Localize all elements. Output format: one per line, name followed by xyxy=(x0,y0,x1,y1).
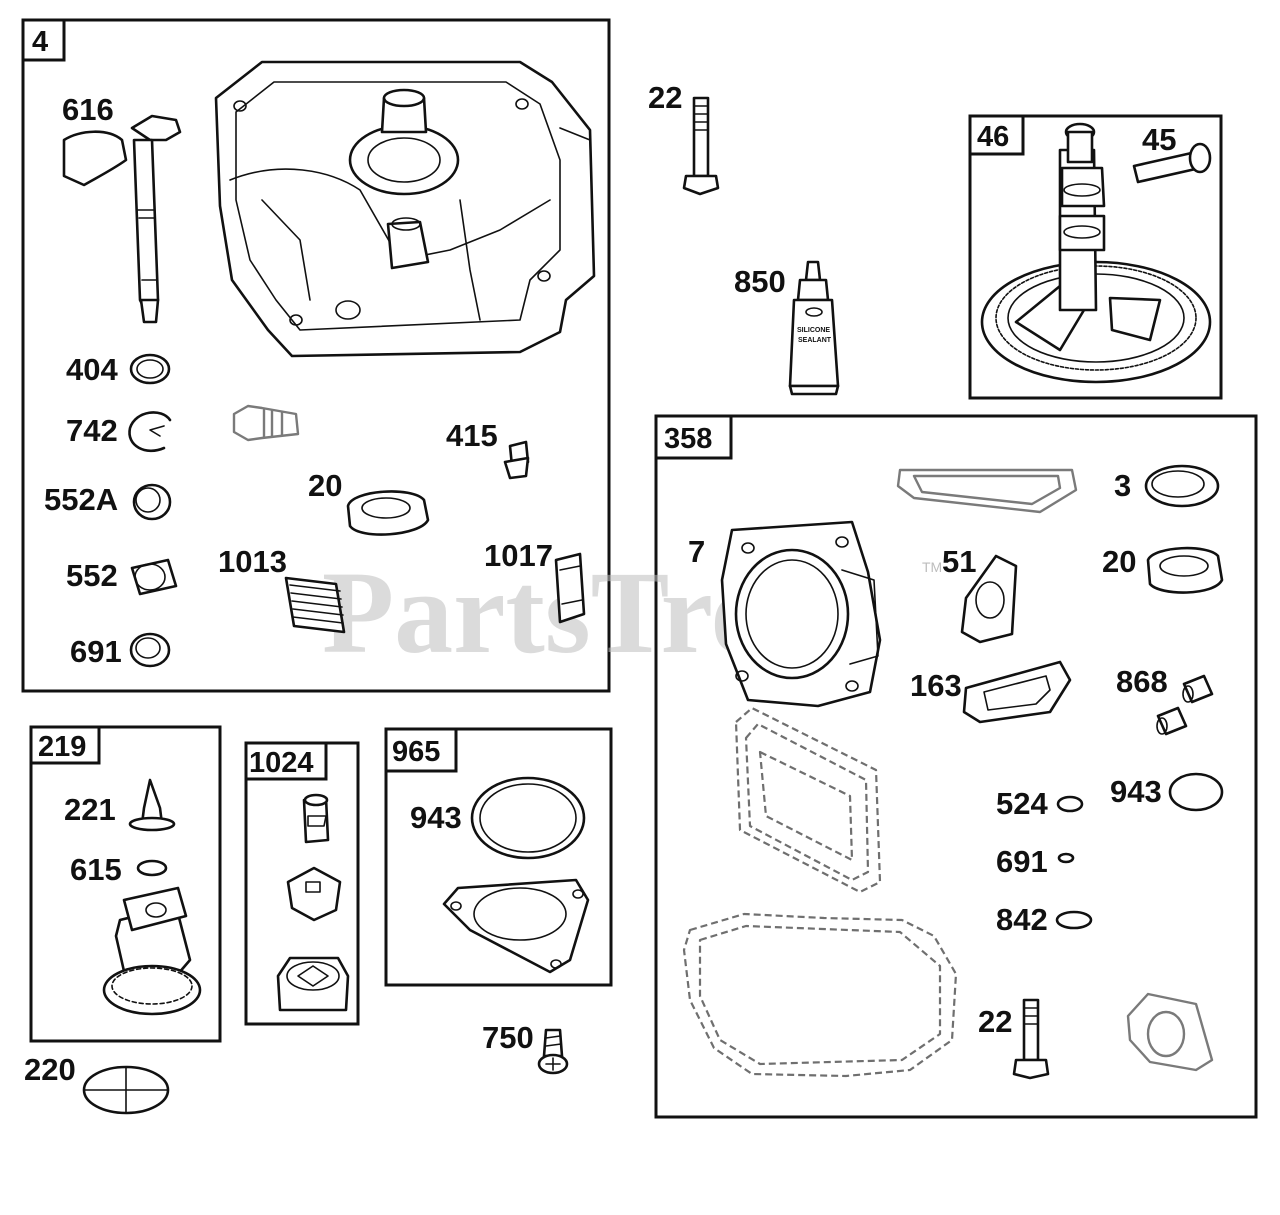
pump-inner-rotor-part xyxy=(286,866,342,922)
box-label-1024: 1024 xyxy=(249,747,314,779)
gasket-51-part xyxy=(960,554,1018,644)
box-219: 219 xyxy=(29,725,222,1043)
part-label-742: 742 xyxy=(66,413,118,448)
governor-shaft-part xyxy=(62,114,182,324)
gray-gasket-bottom-part xyxy=(1126,992,1214,1072)
part-220 xyxy=(82,1065,170,1115)
retaining-clip-742-part xyxy=(128,411,172,453)
pin-45-part xyxy=(1132,142,1212,184)
part-label-552A: 552A xyxy=(44,482,118,517)
camshaft-gear-part xyxy=(980,122,1212,384)
part-label-7: 7 xyxy=(688,534,705,569)
part-label-615: 615 xyxy=(70,852,122,887)
part-label-22-top: 22 xyxy=(648,80,682,115)
box-4: 4 xyxy=(21,18,611,693)
part-label-1017: 1017 xyxy=(484,538,553,573)
bushing-868-part xyxy=(1156,674,1214,736)
ring-615-part xyxy=(136,859,168,877)
governor-gear-part xyxy=(102,886,202,1016)
pump-outer-rotor-part xyxy=(276,956,350,1012)
part-label-842: 842 xyxy=(996,902,1048,937)
tube-label-line1: SILICONE xyxy=(797,327,830,334)
part-label-691: 691 xyxy=(70,634,122,669)
box-1024: 1024 xyxy=(244,741,360,1026)
part-label-943-right: 943 xyxy=(1110,774,1162,809)
box-358: 358 xyxy=(654,414,1258,1119)
silicone-sealant-tube-part: SILICONE SEALANT xyxy=(788,260,840,396)
bolt-22-part xyxy=(682,96,720,196)
bolt-22b-part xyxy=(1012,998,1050,1080)
spring-1013-part xyxy=(284,576,346,634)
part-label-51: 51 xyxy=(942,544,976,579)
part-label-3: 3 xyxy=(1114,468,1131,503)
o-ring-691b-part xyxy=(1057,852,1075,864)
part-label-20-right: 20 xyxy=(1102,544,1136,579)
tube-label-line2: SEALANT xyxy=(798,337,832,344)
o-ring-524-part xyxy=(1056,795,1084,813)
bushing-552-part xyxy=(130,558,178,596)
gray-plug-part xyxy=(232,404,300,442)
part-label-404: 404 xyxy=(66,352,118,387)
box-46: 46 xyxy=(968,114,1223,400)
seal-3-part xyxy=(1144,464,1220,508)
o-ring-943b-part xyxy=(470,776,586,860)
watermark-trademark: TM xyxy=(922,559,942,575)
part-label-415: 415 xyxy=(446,418,498,453)
head-gasket-7-part xyxy=(720,520,882,708)
gasket-cylinder-part xyxy=(734,706,882,894)
part-label-691-right: 691 xyxy=(996,844,1048,879)
bushing-552A-part xyxy=(132,483,172,521)
box-965: 965 xyxy=(384,727,613,987)
box-label-219: 219 xyxy=(38,731,86,763)
part-label-163: 163 xyxy=(910,668,962,703)
part-label-20: 20 xyxy=(308,468,342,503)
o-ring-943a-part xyxy=(1168,772,1224,812)
pin-221-part xyxy=(128,778,176,832)
part-label-45: 45 xyxy=(1142,122,1176,157)
box-label-965: 965 xyxy=(392,736,440,768)
part-label-22-bottom: 22 xyxy=(978,1004,1012,1039)
part-label-943: 943 xyxy=(410,800,462,835)
screw-750-part xyxy=(537,1028,569,1075)
gray-gasket-top-part xyxy=(896,468,1078,514)
part-label-868: 868 xyxy=(1116,664,1168,699)
crankcase-cover-part xyxy=(214,60,596,358)
part-label-524: 524 xyxy=(996,786,1048,821)
part-label-552: 552 xyxy=(66,558,118,593)
seal-20b-part xyxy=(1146,546,1224,594)
part-label-750: 750 xyxy=(482,1020,534,1055)
part-1017 xyxy=(554,552,586,624)
gasket-163-part xyxy=(962,660,1072,724)
seal-691-part xyxy=(129,632,171,668)
part-label-221: 221 xyxy=(64,792,116,827)
pump-cover-part xyxy=(442,878,590,974)
o-ring-842-part xyxy=(1055,910,1093,930)
crankcase-gasket-part xyxy=(682,912,958,1078)
part-label-616: 616 xyxy=(62,92,114,127)
part-label-220: 220 xyxy=(24,1052,76,1087)
seal-20-part xyxy=(346,490,430,536)
o-ring-404-part xyxy=(129,353,171,385)
pump-shaft-part xyxy=(302,793,330,844)
plug-415-part xyxy=(503,440,530,480)
part-label-1013: 1013 xyxy=(218,544,287,579)
box-label-358: 358 xyxy=(664,423,712,455)
box-label-4: 4 xyxy=(32,26,48,58)
part-label-850: 850 xyxy=(734,264,786,299)
box-label-46: 46 xyxy=(977,121,1009,153)
